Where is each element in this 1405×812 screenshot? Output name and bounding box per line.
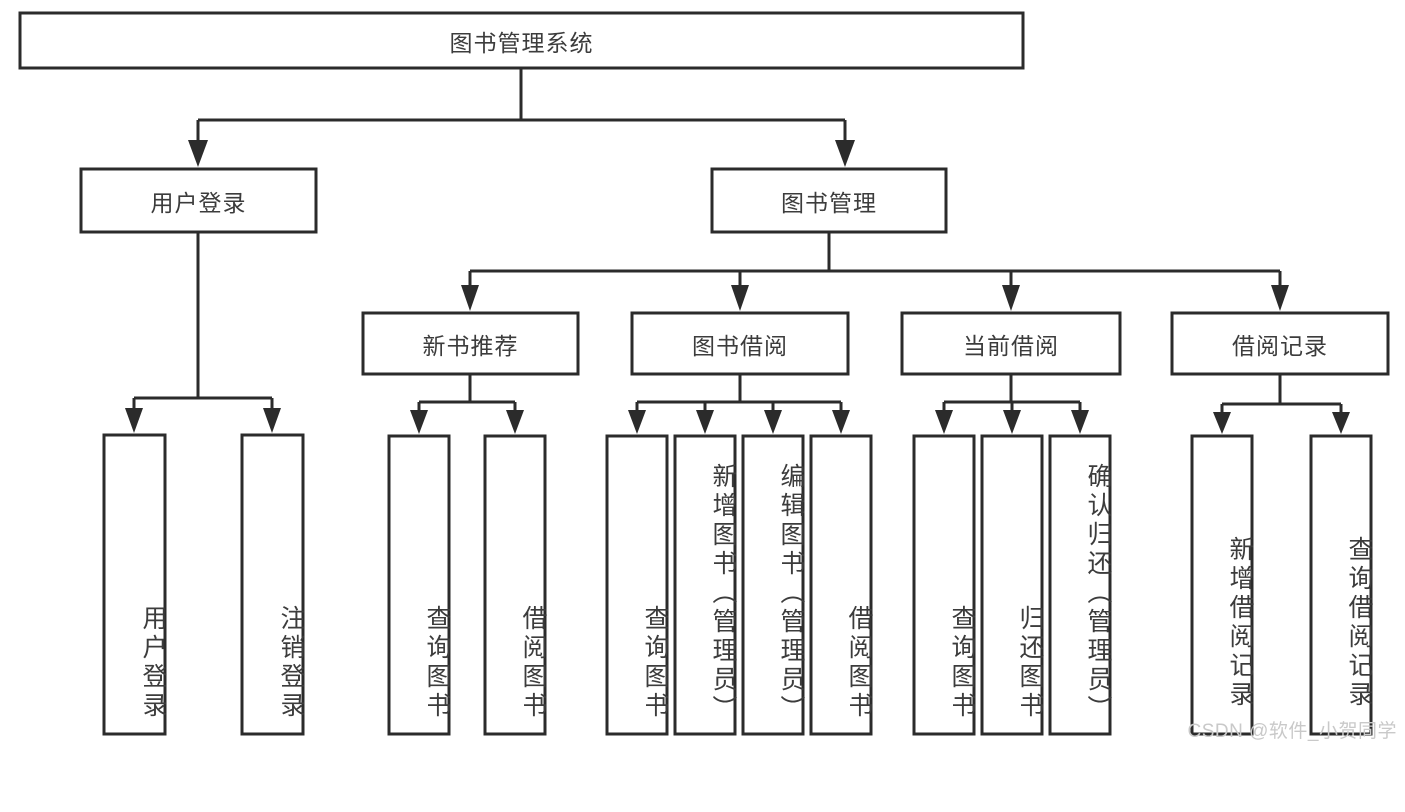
node-box-leaf-7[interactable] (741, 434, 805, 736)
node-box-current[interactable] (900, 311, 1122, 376)
flowchart-svg (18, 11, 1390, 736)
node-box-leaf-9[interactable] (912, 434, 976, 736)
node-box-leaf-6[interactable] (673, 434, 737, 736)
arrow-head-leaf-2 (263, 408, 281, 433)
arrow-head-leaf-10 (1003, 410, 1021, 434)
node-box-leaf-10[interactable] (980, 434, 1044, 736)
arrow-head-bookmgmt (835, 140, 855, 167)
arrow-head-newbook (461, 285, 479, 311)
node-box-login[interactable] (79, 167, 318, 234)
arrow-head-leaf-7 (764, 410, 782, 434)
connector-group-newbook (410, 374, 524, 434)
node-box-records[interactable] (1170, 311, 1390, 376)
node-box-root[interactable] (18, 11, 1025, 70)
arrow-head-leaf-8 (832, 410, 850, 434)
node-box-leaf-11[interactable] (1048, 434, 1112, 736)
arrow-head-login (188, 140, 208, 167)
watermark-text: CSDN @软件_小贺同学 (1187, 721, 1397, 742)
arrow-head-borrow (731, 285, 749, 311)
connector-group-borrow (628, 374, 850, 434)
arrow-head-leaf-13 (1332, 412, 1350, 434)
connector-group-records (1213, 374, 1350, 434)
connector-group-bookmgmt (461, 232, 1289, 311)
node-box-leaf-5[interactable] (605, 434, 669, 736)
arrow-head-leaf-6 (696, 410, 714, 434)
arrow-head-leaf-9 (935, 410, 953, 434)
node-box-newbook[interactable] (361, 311, 580, 376)
node-box-leaf-13[interactable] (1309, 434, 1373, 736)
node-box-leaf-1[interactable] (102, 433, 167, 736)
node-box-leaf-8[interactable] (809, 434, 873, 736)
flowchart-canvas: 图书管理系统 用户登录 图书管理 新书推荐 图书借阅 当前借阅 借阅记录 用户登… (18, 11, 1397, 742)
node-box-leaf-3[interactable] (387, 434, 451, 736)
arrow-head-leaf-1 (125, 408, 143, 433)
node-box-bookmgmt[interactable] (710, 167, 948, 234)
node-box-borrow[interactable] (630, 311, 850, 376)
arrow-head-leaf-5 (628, 410, 646, 434)
arrow-head-records (1271, 285, 1289, 311)
connector-group-root (188, 68, 855, 167)
node-box-leaf-2[interactable] (240, 433, 305, 736)
arrow-head-leaf-4 (506, 410, 524, 434)
arrow-head-current (1002, 285, 1020, 311)
arrow-head-leaf-12 (1213, 412, 1231, 434)
arrow-head-leaf-3 (410, 410, 428, 434)
arrow-head-leaf-11 (1071, 410, 1089, 434)
node-box-leaf-4[interactable] (483, 434, 547, 736)
node-box-leaf-12[interactable] (1190, 434, 1254, 736)
connector-group-current (935, 374, 1089, 434)
connector-group-login (125, 232, 281, 433)
